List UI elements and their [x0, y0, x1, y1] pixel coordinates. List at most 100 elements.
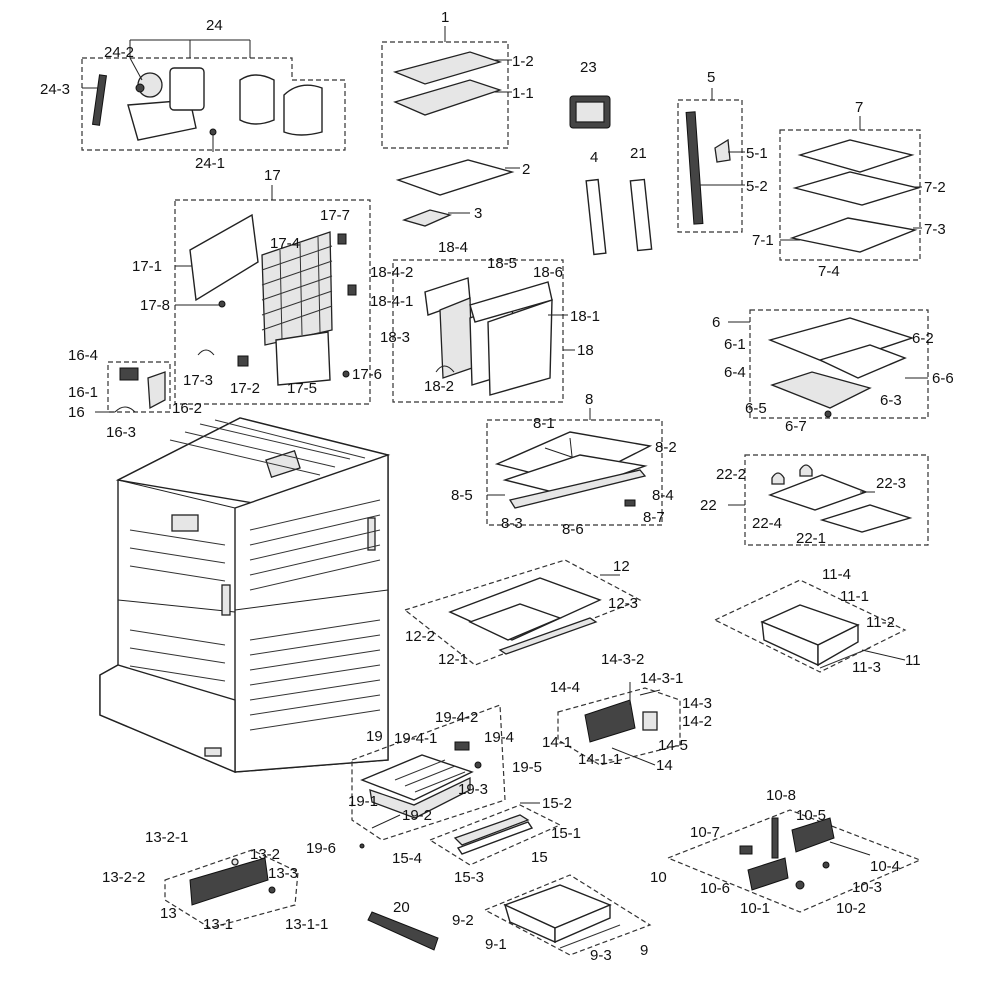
label-18-6: 18-6	[533, 264, 563, 281]
label-10-8: 10-8	[766, 787, 796, 804]
label-11-1: 11-1	[840, 588, 869, 605]
label-10-4: 10-4	[870, 858, 900, 875]
label-14-5: 14-5	[658, 737, 688, 754]
label-1-2: 1-2	[512, 53, 534, 70]
label-16: 16	[68, 404, 85, 421]
label-15: 15	[531, 849, 548, 866]
label-10: 10	[650, 869, 667, 886]
label-24-2: 24-2	[104, 44, 134, 61]
label-8-1: 8-1	[533, 415, 555, 432]
label-7-3: 7-3	[924, 221, 946, 238]
label-18-2: 18-2	[424, 378, 454, 395]
part-23	[569, 95, 611, 129]
label-17: 17	[264, 167, 281, 184]
part-group-13	[164, 849, 299, 929]
label-12-1: 12-1	[438, 651, 468, 668]
label-17-8: 17-8	[140, 297, 170, 314]
label-14-3: 14-3	[682, 695, 712, 712]
label-19-4-2: 19-4-2	[435, 709, 478, 726]
label-10-3: 10-3	[852, 879, 882, 896]
part-4	[585, 178, 607, 256]
part-group-10	[666, 809, 922, 913]
label-1-1: 1-1	[512, 85, 534, 102]
label-19-2: 19-2	[402, 807, 432, 824]
label-14-4: 14-4	[550, 679, 580, 696]
label-18-5: 18-5	[487, 255, 517, 272]
part-21	[629, 178, 653, 252]
label-11-4: 11-4	[822, 566, 851, 583]
part-group-16	[95, 361, 171, 413]
label-19-1: 19-1	[348, 793, 378, 810]
part-group-22	[728, 454, 929, 546]
label-11: 11	[905, 652, 921, 669]
part-group-15	[428, 802, 562, 866]
part-20	[367, 911, 439, 951]
part-group-12	[403, 559, 642, 666]
label-15-4: 15-4	[392, 850, 422, 867]
label-17-1: 17-1	[132, 258, 162, 275]
label-1: 1	[441, 9, 449, 26]
label-9: 9	[640, 942, 648, 959]
label-17-4: 17-4	[270, 235, 300, 252]
label-9-1: 9-1	[485, 936, 507, 953]
label-16-2: 16-2	[172, 400, 202, 417]
label-24: 24	[206, 17, 223, 34]
label-13-2-2: 13-2-2	[102, 869, 145, 886]
label-13-2-1: 13-2-1	[145, 829, 188, 846]
label-7-2: 7-2	[924, 179, 946, 196]
label-17-2: 17-2	[230, 380, 260, 397]
label-7: 7	[855, 99, 863, 116]
label-5-2: 5-2	[746, 178, 768, 195]
part-group-18	[392, 259, 575, 403]
label-14-3-2: 14-3-2	[601, 651, 644, 668]
label-15-2: 15-2	[542, 795, 572, 812]
label-22-4: 22-4	[752, 515, 782, 532]
label-2: 2	[522, 161, 530, 178]
callout-labels: 24 24-2 24-3 24-1 1 1-2 1-1 2 3 23 4 21 …	[40, 9, 954, 964]
label-6-2: 6-2	[912, 330, 934, 347]
label-15-1: 15-1	[551, 825, 581, 842]
part-group-6	[728, 309, 929, 419]
label-13-3: 13-3	[268, 865, 298, 882]
part-group-5	[677, 88, 745, 233]
label-10-5: 10-5	[796, 807, 826, 824]
label-3: 3	[474, 205, 482, 222]
label-17-7: 17-7	[320, 207, 350, 224]
cabinet-assembly	[99, 417, 391, 774]
label-13: 13	[160, 905, 177, 922]
label-11-3: 11-3	[852, 659, 881, 676]
label-8-6: 8-6	[562, 521, 584, 538]
label-6-6: 6-6	[932, 370, 954, 387]
label-12-3: 12-3	[608, 595, 638, 612]
label-8-5: 8-5	[451, 487, 473, 504]
part-group-1	[381, 26, 512, 149]
label-19: 19	[366, 728, 383, 745]
label-7-4: 7-4	[818, 263, 840, 280]
label-6-5: 6-5	[745, 400, 767, 417]
label-19-4: 19-4	[484, 729, 514, 746]
label-16-1: 16-1	[68, 384, 98, 401]
label-18-3: 18-3	[380, 329, 410, 346]
label-22-2: 22-2	[716, 466, 746, 483]
label-18-4-1: 18-4-1	[370, 293, 413, 310]
label-19-3: 19-3	[458, 781, 488, 798]
label-6-3: 6-3	[880, 392, 902, 409]
label-16-3: 16-3	[106, 424, 136, 441]
label-10-2: 10-2	[836, 900, 866, 917]
label-14: 14	[656, 757, 673, 774]
part-2	[395, 159, 520, 196]
label-12-2: 12-2	[405, 628, 435, 645]
label-18: 18	[577, 342, 594, 359]
label-9-2: 9-2	[452, 912, 474, 929]
label-8-7: 8-7	[643, 509, 665, 526]
label-9-3: 9-3	[590, 947, 612, 964]
part-group-17	[174, 185, 371, 405]
label-5-1: 5-1	[746, 145, 768, 162]
label-8-3: 8-3	[501, 515, 523, 532]
label-6: 6	[712, 314, 720, 331]
label-10-6: 10-6	[700, 880, 730, 897]
label-19-4-1: 19-4-1	[394, 730, 437, 747]
label-22-1: 22-1	[796, 530, 826, 547]
label-22: 22	[700, 497, 717, 514]
